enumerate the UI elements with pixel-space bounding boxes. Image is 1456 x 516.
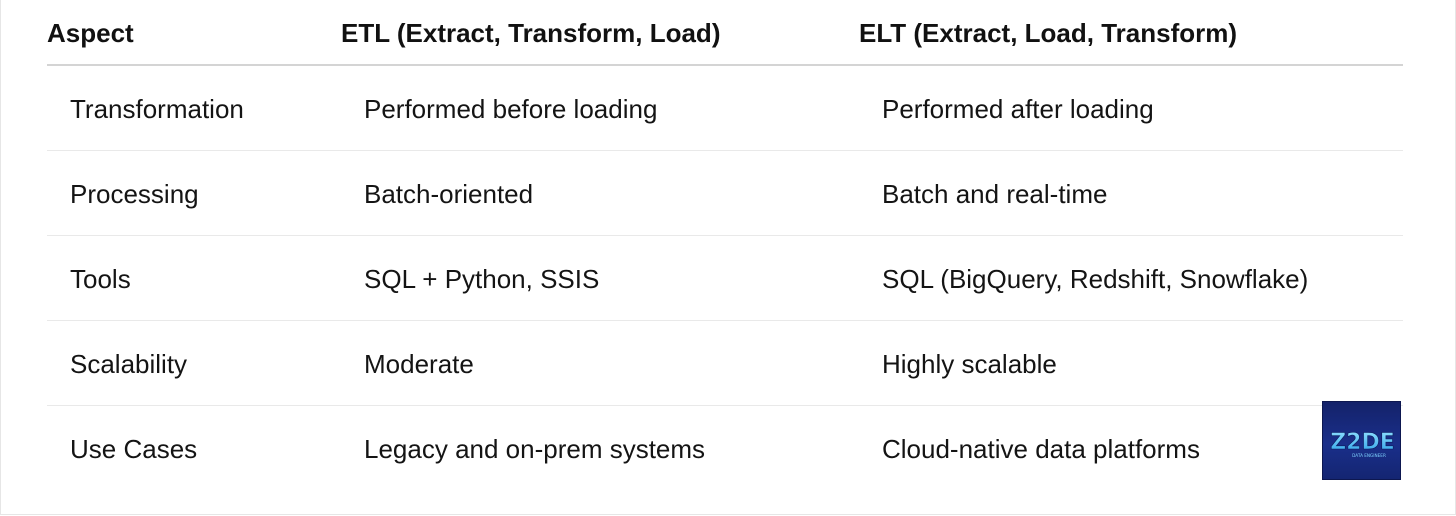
row-aspect-cell: Transformation — [70, 94, 244, 124]
row-elt-cell: Highly scalable — [882, 349, 1057, 379]
logo-subtext: DATA ENGINEER — [1352, 453, 1386, 458]
table-row: Use Cases Legacy and on-prem systems Clo… — [47, 406, 1403, 490]
z2de-logo: Z2DE DATA ENGINEER — [1322, 401, 1401, 480]
row-etl-cell: SQL + Python, SSIS — [364, 264, 600, 294]
row-elt-cell: SQL (BigQuery, Redshift, Snowflake) — [882, 264, 1309, 294]
row-aspect-cell: Scalability — [70, 349, 188, 379]
table-row: Scalability Moderate Highly scalable — [47, 321, 1403, 406]
row-elt-cell: Performed after loading — [882, 94, 1154, 124]
row-aspect-cell: Processing — [70, 179, 199, 209]
row-aspect-cell: Use Cases — [70, 434, 198, 464]
row-aspect-cell: Tools — [70, 264, 131, 294]
table-header-row: Aspect ETL (Extract, Transform, Load) EL… — [47, 0, 1403, 66]
table-row: Transformation Performed before loading … — [47, 66, 1403, 151]
z2de-logo-icon: Z2DE DATA ENGINEER — [1330, 430, 1395, 458]
row-etl-cell: Performed before loading — [364, 94, 658, 124]
table-row: Processing Batch-oriented Batch and real… — [47, 151, 1403, 236]
header-aspect: Aspect — [47, 18, 134, 48]
header-etl: ETL (Extract, Transform, Load) — [341, 18, 721, 48]
table-row: Tools SQL + Python, SSIS SQL (BigQuery, … — [47, 236, 1403, 321]
row-etl-cell: Legacy and on-prem systems — [364, 434, 706, 464]
logo-text: Z2DE — [1330, 430, 1395, 455]
row-etl-cell: Moderate — [364, 349, 474, 379]
comparison-table: Aspect ETL (Extract, Transform, Load) EL… — [47, 0, 1403, 490]
row-elt-cell: Cloud-native data platforms — [882, 434, 1200, 464]
row-etl-cell: Batch-oriented — [364, 179, 534, 209]
row-elt-cell: Batch and real-time — [882, 179, 1108, 209]
header-elt: ELT (Extract, Load, Transform) — [859, 18, 1238, 48]
